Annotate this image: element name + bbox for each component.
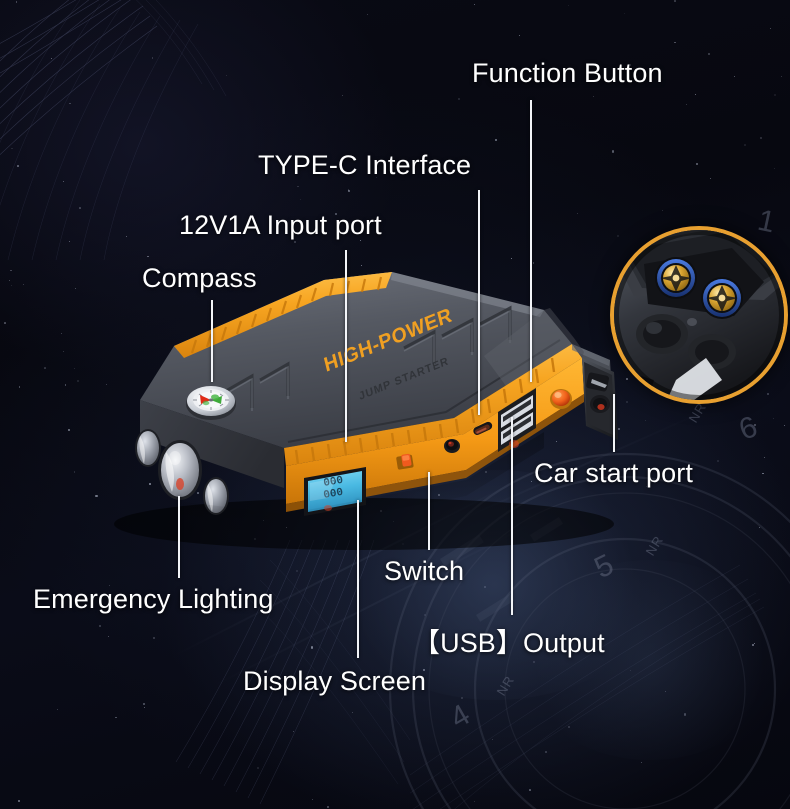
label-display-screen: Display Screen	[243, 666, 426, 696]
car-start-port-zoom	[610, 226, 788, 404]
leader-switch	[428, 472, 430, 550]
label-usb-output: 【USB】Output	[413, 628, 605, 658]
type-c-port	[473, 421, 493, 435]
leader-type-c	[478, 190, 480, 415]
leader-compass	[211, 300, 213, 382]
leader-display-screen	[357, 500, 359, 658]
label-function-button: Function Button	[472, 58, 663, 88]
usb-output	[498, 388, 536, 452]
label-switch: Switch	[384, 556, 465, 586]
svg-text:000: 000	[323, 487, 345, 502]
car-start-port-zoom-content	[614, 230, 784, 400]
svg-text:000: 000	[323, 475, 345, 490]
product-jump-starter: HIGH-POWER JUMP STARTER	[114, 272, 618, 550]
background-mesh-left	[0, 0, 227, 260]
device-orange-top-strip	[174, 272, 392, 358]
label-compass: Compass	[142, 263, 257, 293]
emergency-lighting	[135, 429, 229, 515]
leader-input-port	[345, 250, 347, 442]
label-input-port: 12V1A Input port	[179, 210, 382, 240]
background-mesh-right	[410, 564, 765, 809]
leader-function-button	[530, 100, 532, 382]
function-button	[550, 389, 572, 409]
leader-emergency-lighting	[178, 496, 180, 578]
label-car-start-port: Car start port	[534, 458, 693, 488]
leader-usb-output	[511, 417, 513, 615]
background-glow	[520, 560, 780, 760]
leader-car-start-port	[613, 394, 615, 452]
compass	[186, 386, 236, 420]
background-mesh-fan	[175, 540, 411, 805]
label-emergency-lighting: Emergency Lighting	[33, 584, 274, 614]
switch	[396, 453, 414, 470]
input-port-12v1a	[444, 439, 460, 453]
label-type-c-interface: TYPE-C Interface	[258, 150, 472, 180]
car-start-port	[572, 344, 618, 440]
